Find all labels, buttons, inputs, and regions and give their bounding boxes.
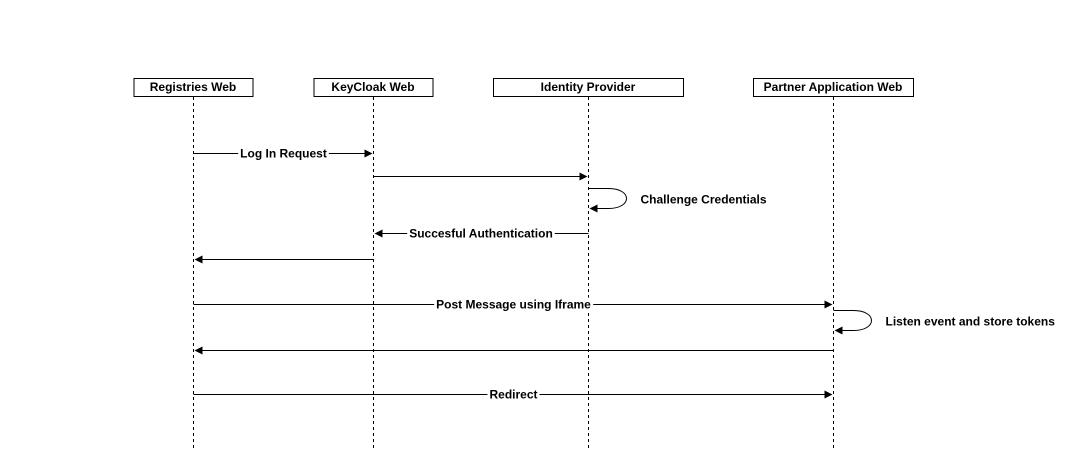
participant-idp: Identity Provider (493, 78, 684, 97)
arrowhead (364, 149, 373, 158)
message-label: Listen event and store tokens (886, 315, 1056, 329)
message-7: Listen event and store tokens (833, 310, 1056, 335)
message-label-bg (238, 146, 329, 161)
participant-label: Identity Provider (541, 80, 636, 94)
participant-box (313, 78, 434, 97)
message-label-bg (434, 297, 594, 312)
arrowhead (194, 346, 203, 355)
message-label: Challenge Credentials (641, 193, 767, 207)
arrowhead (589, 204, 598, 213)
message-6: Post Message using Iframe (193, 297, 833, 312)
participant-box (493, 78, 684, 97)
participant-partner: Partner Application Web (753, 78, 914, 97)
participant-registries: Registries Web (133, 78, 254, 97)
message-2 (373, 172, 588, 181)
message-1: Log In Request (193, 146, 373, 161)
participant-keycloak: KeyCloak Web (313, 78, 434, 97)
message-5 (194, 255, 374, 264)
arrowhead (824, 300, 833, 309)
participant-label: Registries Web (150, 80, 236, 94)
message-label: Succesful Authentication (409, 227, 553, 241)
message-3: Challenge Credentials (588, 188, 767, 213)
message-4: Succesful Authentication (374, 226, 589, 241)
message-9: Redirect (193, 387, 833, 402)
arrowhead (194, 255, 203, 264)
arrowhead (824, 390, 833, 399)
lifelines-layer (193, 97, 834, 448)
participants-layer: Registries Web KeyCloak Web Identity Provi… (133, 78, 914, 97)
self-message-line (833, 310, 872, 331)
message-8 (194, 346, 834, 355)
message-label: Log In Request (240, 147, 327, 161)
arrowhead (579, 172, 588, 181)
arrowhead (374, 229, 383, 238)
message-label-bg (407, 226, 555, 241)
message-label: Redirect (489, 388, 537, 402)
participant-box (753, 78, 914, 97)
arrowhead (834, 326, 843, 335)
self-message-line (588, 188, 627, 209)
participant-label: KeyCloak Web (331, 80, 414, 94)
participant-box (133, 78, 254, 97)
participant-label: Partner Application Web (764, 80, 903, 94)
message-label-bg (487, 387, 540, 402)
message-label: Post Message using Iframe (436, 298, 591, 312)
